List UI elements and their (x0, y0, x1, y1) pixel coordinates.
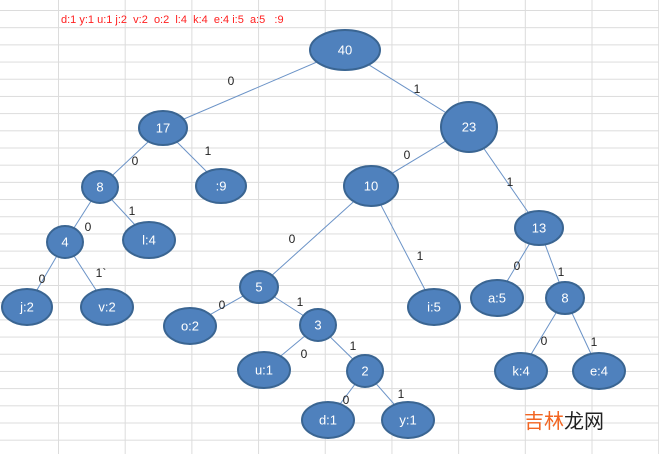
tree-node: 40 (309, 29, 381, 71)
node-ellipse (81, 170, 119, 204)
watermark: 吉林龙网 (524, 405, 604, 434)
edge-label: 0 (39, 272, 46, 286)
node-ellipse (494, 352, 548, 390)
tree-node: l:4 (122, 221, 176, 259)
tree-node: k:4 (494, 352, 548, 390)
edge-label: 0 (343, 393, 350, 407)
watermark-part2: 龙网 (564, 411, 604, 433)
node-label: 5 (255, 280, 262, 295)
edge-label: 0 (228, 74, 235, 88)
edge-label: 0 (132, 154, 139, 168)
edge-label: 0 (289, 232, 296, 246)
tree-node: 23 (440, 101, 498, 153)
node-label: y:1 (399, 413, 416, 428)
node-label: u:1 (255, 363, 273, 378)
node-ellipse (195, 168, 247, 204)
edge-label: 1 (129, 204, 136, 218)
edge-label: 1 (414, 82, 421, 96)
node-ellipse (301, 401, 355, 439)
node-label: 10 (364, 179, 378, 194)
tree-node: d:1 (301, 401, 355, 439)
node-label: a:5 (488, 291, 506, 306)
tree-node: 2 (346, 354, 384, 388)
edge-label: 1 (591, 335, 598, 349)
node-ellipse (1, 288, 53, 326)
node-ellipse (545, 281, 585, 315)
tree-node: 10 (343, 165, 399, 207)
node-ellipse (572, 352, 626, 390)
node-ellipse (80, 288, 134, 326)
edge-label: 1 (417, 249, 424, 263)
node-ellipse (343, 165, 399, 207)
node-label: 2 (361, 364, 368, 379)
node-label: i:5 (427, 300, 441, 315)
tree-node: j:2 (1, 288, 53, 326)
node-label: 8 (96, 180, 103, 195)
node-label: e:4 (590, 364, 608, 379)
node-ellipse (381, 401, 435, 439)
edge-label: 1 (297, 295, 304, 309)
edge-label: 1 (205, 144, 212, 158)
tree-node: o:2 (163, 307, 217, 345)
node-ellipse (514, 210, 564, 246)
edge-label: 1 (398, 387, 405, 401)
edge-label: 1` (96, 266, 107, 280)
node-ellipse (470, 279, 524, 317)
node-label: l:4 (142, 233, 156, 248)
node-label: 23 (462, 120, 476, 135)
node-ellipse (138, 110, 188, 146)
edge-label: 1 (507, 175, 514, 189)
node-ellipse (299, 308, 337, 342)
tree-node: y:1 (381, 401, 435, 439)
node-label: 17 (156, 121, 170, 136)
node-label: 13 (532, 221, 546, 236)
tree-node: 4 (46, 225, 84, 259)
node-label: 4 (61, 235, 68, 250)
tree-node: i:5 (407, 288, 461, 326)
node-ellipse (440, 101, 498, 153)
tree-node: 8 (545, 281, 585, 315)
node-label: 3 (314, 318, 321, 333)
watermark-part1: 吉林 (524, 411, 564, 433)
tree-node: 8 (81, 170, 119, 204)
tree-node: v:2 (80, 288, 134, 326)
edge-label: 1 (558, 265, 565, 279)
frequency-list: d:1 y:1 u:1 j:2 v:2 o:2 l:4 k:4 e:4 i:5 … (61, 14, 284, 26)
edge-label: 0 (301, 347, 308, 361)
tree-node: 5 (239, 270, 279, 304)
node-label: k:4 (512, 364, 529, 379)
node-ellipse (407, 288, 461, 326)
tree-node: 13 (514, 210, 564, 246)
node-ellipse (46, 225, 84, 259)
tree-node: 3 (299, 308, 337, 342)
node-ellipse (309, 29, 381, 71)
node-ellipse (163, 307, 217, 345)
tree-node: a:5 (470, 279, 524, 317)
edge-n10-ni5 (370, 185, 435, 308)
edge-label: 1 (350, 339, 357, 353)
tree-node: e:4 (572, 352, 626, 390)
node-label: 40 (338, 43, 352, 58)
edge-n40-n17 (162, 49, 346, 129)
node-label: v:2 (98, 300, 115, 315)
node-label: :9 (216, 179, 227, 194)
node-ellipse (237, 351, 291, 389)
node-label: j:2 (19, 300, 34, 315)
edge-label: 0 (514, 259, 521, 273)
tree-node: u:1 (237, 351, 291, 389)
edge-label: 0 (219, 298, 226, 312)
edge-n10-n5 (258, 185, 372, 288)
node-label: o:2 (181, 319, 199, 334)
node-ellipse (239, 270, 279, 304)
node-ellipse (122, 221, 176, 259)
node-ellipse (346, 354, 384, 388)
edge-label: 0 (541, 334, 548, 348)
node-label: d:1 (319, 413, 337, 428)
node-label: 8 (561, 291, 568, 306)
tree-node: :9 (195, 168, 247, 204)
edge-label: 0 (85, 220, 92, 234)
edge-label: 0 (404, 148, 411, 162)
tree-node: 17 (138, 110, 188, 146)
